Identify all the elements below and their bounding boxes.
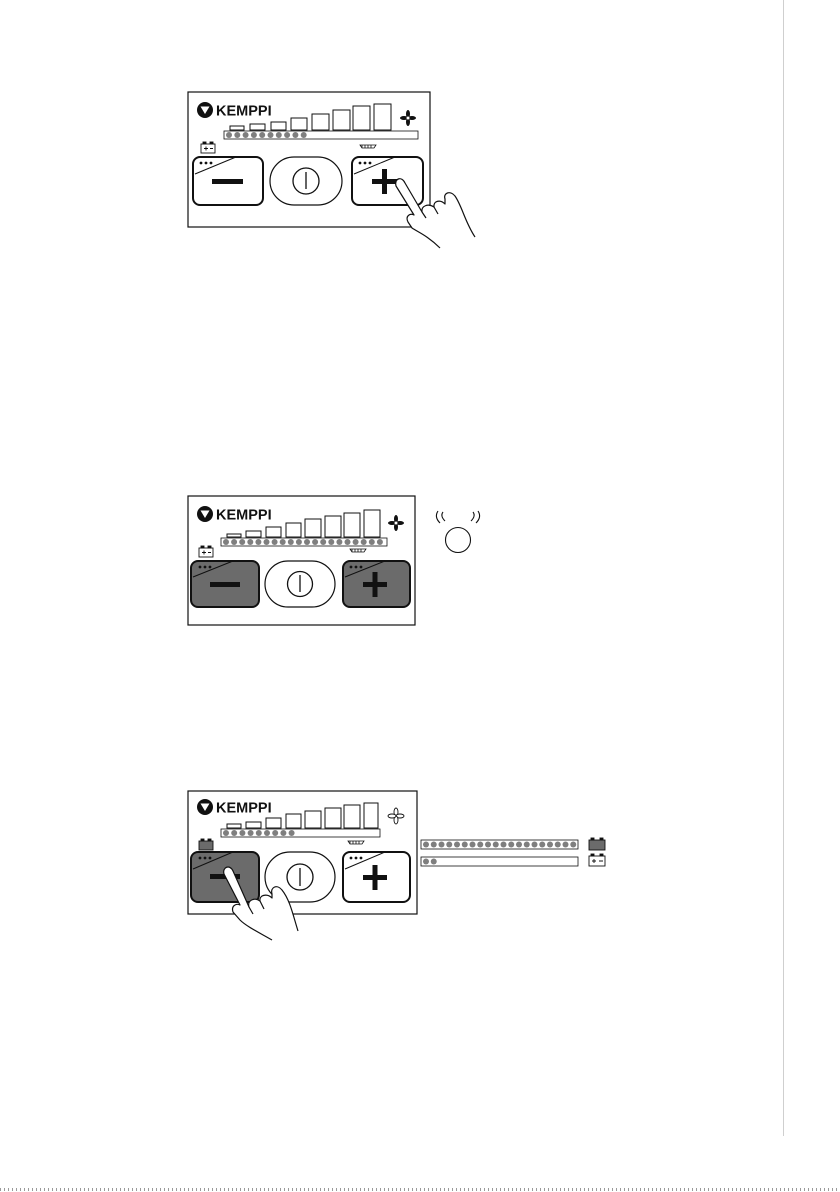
led-dot (423, 859, 429, 865)
figure-1: KEMPPI (0, 80, 840, 260)
minus-icon (210, 582, 240, 587)
led-dot (272, 830, 278, 836)
led-dot (239, 539, 245, 545)
led-dot (251, 132, 257, 138)
led-dot (264, 539, 270, 545)
led-dot (284, 132, 290, 138)
led-dot (292, 132, 298, 138)
led-dot (539, 842, 545, 848)
plus-button[interactable] (343, 561, 410, 607)
power-button[interactable] (265, 561, 335, 607)
battery-level-bar-low (421, 857, 578, 866)
kemppi-logo-icon (197, 506, 213, 522)
led-dot (301, 132, 307, 138)
led-dot (524, 842, 530, 848)
alarm-clock-icon (436, 511, 479, 553)
led-indicators (223, 830, 295, 836)
led-dot (369, 539, 375, 545)
led-dot (454, 842, 460, 848)
led-dot (423, 842, 429, 848)
led-dot (508, 842, 514, 848)
figure-2: KEMPPI (0, 490, 840, 630)
led-dot (288, 539, 294, 545)
led-dot (276, 132, 282, 138)
led-dot (336, 539, 342, 545)
led-dot (234, 132, 240, 138)
led-dot (493, 842, 499, 848)
led-dot (226, 132, 232, 138)
led-dot (485, 842, 491, 848)
led-dot (272, 539, 278, 545)
led-dot (264, 830, 270, 836)
led-dot (231, 539, 237, 545)
led-dot (431, 842, 437, 848)
led-dot (462, 842, 468, 848)
page-bottom-ticks (0, 1188, 840, 1191)
battery-icon-dark (589, 838, 605, 850)
led-dot (477, 842, 483, 848)
led-dot (446, 842, 452, 848)
led-dot (248, 830, 254, 836)
led-dot (470, 842, 476, 848)
led-dot (532, 842, 538, 848)
minus-button[interactable] (191, 561, 259, 607)
figure-3: KEMPPI (0, 786, 840, 946)
led-dot (353, 539, 359, 545)
led-dot (377, 539, 383, 545)
led-dot (431, 859, 437, 865)
led-dot (345, 539, 351, 545)
led-dot (243, 132, 249, 138)
led-dot (328, 539, 334, 545)
led-dot (255, 539, 261, 545)
led-dot (280, 830, 286, 836)
led-dot (361, 539, 367, 545)
plus-button[interactable] (343, 852, 410, 902)
led-dot (280, 539, 286, 545)
led-dot (547, 842, 553, 848)
led-dot (231, 830, 237, 836)
led-dot (563, 842, 569, 848)
led-dot (320, 539, 326, 545)
kemppi-logo-icon (197, 102, 213, 118)
led-dot (259, 132, 265, 138)
battery-icon-light (589, 854, 605, 866)
kemppi-logo-icon (197, 799, 213, 815)
battery-level-bar-full (421, 840, 578, 849)
brand-text: KEMPPI (216, 801, 272, 817)
brand-text: KEMPPI (216, 104, 272, 120)
led-dot (223, 539, 229, 545)
battery-icon (199, 839, 213, 850)
led-dot (439, 842, 445, 848)
minus-button[interactable] (193, 157, 263, 205)
led-dot (223, 830, 229, 836)
led-dot (501, 842, 507, 848)
led-dot (247, 539, 253, 545)
led-dot (304, 539, 310, 545)
led-dot (570, 842, 576, 848)
minus-icon (212, 179, 243, 184)
power-button[interactable] (270, 157, 342, 205)
led-dot (312, 539, 318, 545)
led-dot (555, 842, 561, 848)
led-dot (516, 842, 522, 848)
led-dot (239, 830, 245, 836)
led-dot (256, 830, 262, 836)
brand-text: KEMPPI (216, 508, 272, 524)
led-dot (296, 539, 302, 545)
led-dot (289, 830, 295, 836)
led-dot (268, 132, 274, 138)
